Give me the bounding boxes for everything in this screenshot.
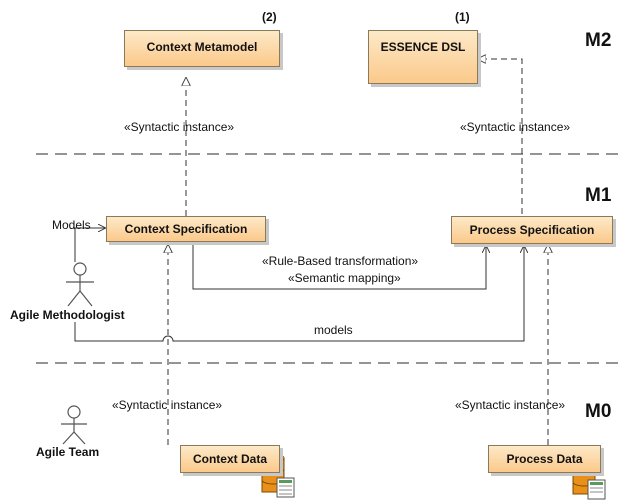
context-metamodel-label: Context Metamodel [146,40,258,54]
essence-dsl-number: (1) [455,10,470,24]
level-m2-label: M2 [585,30,612,51]
edge-process-spec-to-essence [478,59,523,214]
essence-dsl-label: ESSENCE DSL [380,40,466,54]
process-data-box[interactable]: Process Data [488,445,601,473]
syntactic-instance-label-m2-left: «Syntactic instance» [124,120,235,134]
process-specification-box[interactable]: Process Specification [451,216,613,244]
syntactic-instance-label-m2-right: «Syntactic instance» [460,120,571,134]
agile-methodologist-label: Agile Methodologist [10,308,125,322]
process-specification-label: Process Specification [469,223,595,237]
semantic-mapping-label: «Semantic mapping» [288,271,401,285]
syntactic-instance-label-m0-left: «Syntactic instance» [112,398,223,412]
level-m1-label: M1 [585,185,612,206]
agile-team-actor-icon[interactable] [61,405,87,445]
syntactic-instance-label-m0-right: «Syntactic instance» [455,398,566,412]
context-specification-box[interactable]: Context Specification [106,216,266,242]
essence-dsl-box[interactable]: ESSENCE DSL [368,30,478,84]
context-metamodel-box[interactable]: Context Metamodel [124,30,280,67]
agile-methodologist-actor-icon[interactable] [66,262,94,307]
context-data-box[interactable]: Context Data [180,445,280,473]
process-data-label: Process Data [506,452,583,466]
context-metamodel-number: (2) [262,10,277,24]
edge-methodologist-models-process [74,246,524,342]
agile-team-label: Agile Team [36,445,100,459]
edge-context-to-process-transformation [192,242,486,290]
level-m0-label: M0 [585,401,612,422]
context-specification-label: Context Specification [124,222,248,236]
models-label-bottom: models [314,323,353,337]
models-label-top: Models [52,218,91,232]
rule-based-transformation-label: «Rule-Based transformation» [262,254,419,268]
edge-methodologist-models-context [74,228,105,262]
context-data-label: Context Data [192,452,267,466]
